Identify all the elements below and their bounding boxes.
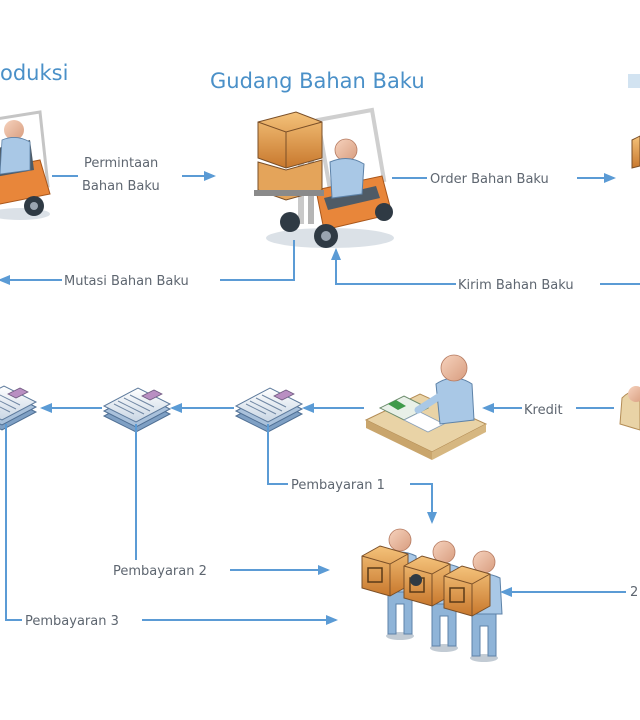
- arrow-pembayaran-3: [5, 424, 338, 625]
- forklift-produksi-icon: [0, 110, 51, 220]
- arrow-pembayaran-2: [135, 424, 330, 575]
- workers-group-icon: [361, 528, 503, 663]
- title-gudang-bahan-baku: Gudang Bahan Baku: [210, 69, 425, 93]
- label-kirim-bahan-baku: Kirim Bahan Baku: [458, 278, 574, 293]
- clerk-at-desk-icon: [364, 354, 488, 460]
- forklift-gudang-icon: [254, 107, 394, 248]
- cut-off-clerk-head: [628, 386, 640, 402]
- label-permintaan: Permintaan: [84, 156, 158, 171]
- label-edge-fragment: 2: [630, 585, 638, 600]
- title-produksi: oduksi: [0, 61, 68, 85]
- cut-off-title-fragment: [628, 74, 640, 88]
- document-stack-icon: [0, 385, 37, 431]
- label-pembayaran-2: Pembayaran 2: [113, 564, 207, 579]
- label-pembayaran-3: Pembayaran 3: [25, 614, 119, 629]
- cut-off-box-icon: [631, 135, 640, 169]
- label-pembayaran-1: Pembayaran 1: [291, 478, 385, 493]
- label-order-bahan-baku: Order Bahan Baku: [430, 172, 549, 187]
- label-kredit: Kredit: [524, 403, 563, 418]
- label-bahan-baku: Bahan Baku: [82, 179, 160, 194]
- label-mutasi-bahan-baku: Mutasi Bahan Baku: [64, 274, 189, 289]
